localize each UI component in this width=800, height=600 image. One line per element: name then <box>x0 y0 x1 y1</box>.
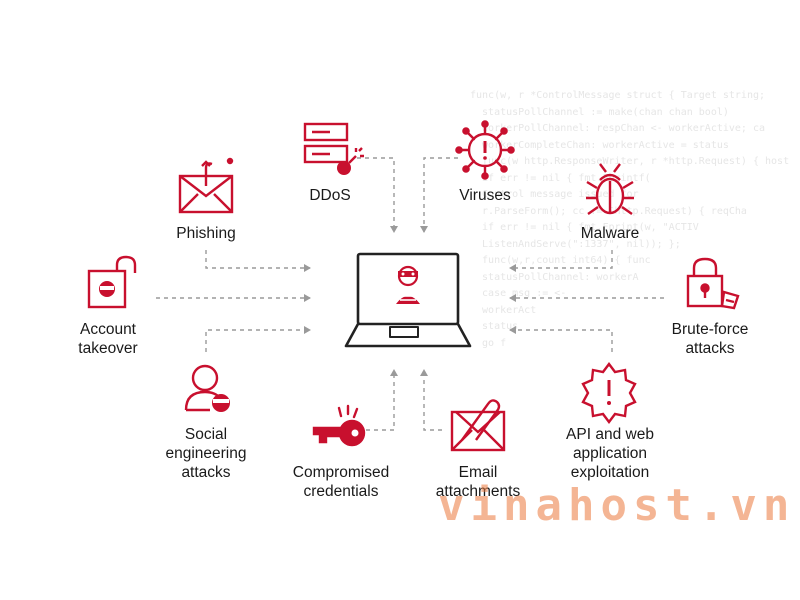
label-brute-force: Brute-force attacks <box>671 321 749 357</box>
background-code-line: status <box>470 321 519 332</box>
background-code-line: func(w, r *ControlMessage struct { Targe… <box>470 90 772 101</box>
label-viruses: Viruses <box>459 187 511 204</box>
arrow-phishing <box>205 250 311 272</box>
user-masked-icon <box>184 364 230 412</box>
background-code-line: func(w http.ResponseWriter, r *http.Requ… <box>470 156 790 167</box>
watermark-logo: vinahost.vn <box>438 480 796 531</box>
background-code-line: workerPollChannel: respChan <- workerAct… <box>470 123 766 134</box>
email-attachment-icon <box>450 399 506 452</box>
connector-arrows <box>156 157 664 431</box>
background-code-line: ListenAndServe(":1337", nil)); }; <box>470 238 681 250</box>
background-code-line: statusPollChannel := make(chan chan bool… <box>470 106 729 118</box>
background-code-line: statusPollChannel: workerA <box>470 271 639 283</box>
laptop-hacker-icon <box>344 252 472 348</box>
arrow-viruses <box>420 157 458 233</box>
background-code-line: func(w,r,count int64) { func <box>470 255 651 266</box>
arrow-compromised-credentials <box>366 369 398 431</box>
background-code-line: case msg := <- <box>470 288 567 299</box>
unlocked-padlock-icon <box>87 255 137 309</box>
label-email-attachments: Email attachments <box>435 464 521 500</box>
gear-alert-icon <box>581 362 637 424</box>
bug-icon <box>586 163 634 215</box>
arrow-malware <box>509 250 613 272</box>
arrow-email-attachments <box>420 369 442 431</box>
label-account-takeover: Account takeover <box>78 321 138 357</box>
label-malware: Malware <box>580 225 640 242</box>
padlock-hand-icon <box>686 257 740 310</box>
label-phishing: Phishing <box>176 225 236 242</box>
ddos-server-bomb-icon <box>303 122 364 175</box>
background-code-texture: func(w, r *ControlMessage struct { Targe… <box>470 88 800 378</box>
background-code-line: workerCompleteChan: workerActive = statu… <box>470 139 729 151</box>
label-social-engineering: Social engineering attacks <box>165 426 247 481</box>
virus-icon <box>455 120 515 180</box>
key-icon <box>312 404 366 447</box>
background-code-line: workerAct <box>470 304 537 316</box>
phishing-envelope-icon <box>178 157 234 214</box>
arrow-api-exploitation <box>509 326 613 352</box>
label-ddos: DDoS <box>309 187 351 204</box>
arrow-social-engineering <box>205 326 311 352</box>
label-compromised-credentials: Compromised credentials <box>292 464 390 500</box>
background-code-line: if err != nil { fmt.Fprint(w, "ACTIV <box>470 222 699 233</box>
background-code-line: go f <box>470 337 507 349</box>
label-api-exploitation: API and web application exploitation <box>566 426 654 481</box>
background-code-line: r.ParseForm(); cc := &http.Request) { re… <box>470 205 747 217</box>
